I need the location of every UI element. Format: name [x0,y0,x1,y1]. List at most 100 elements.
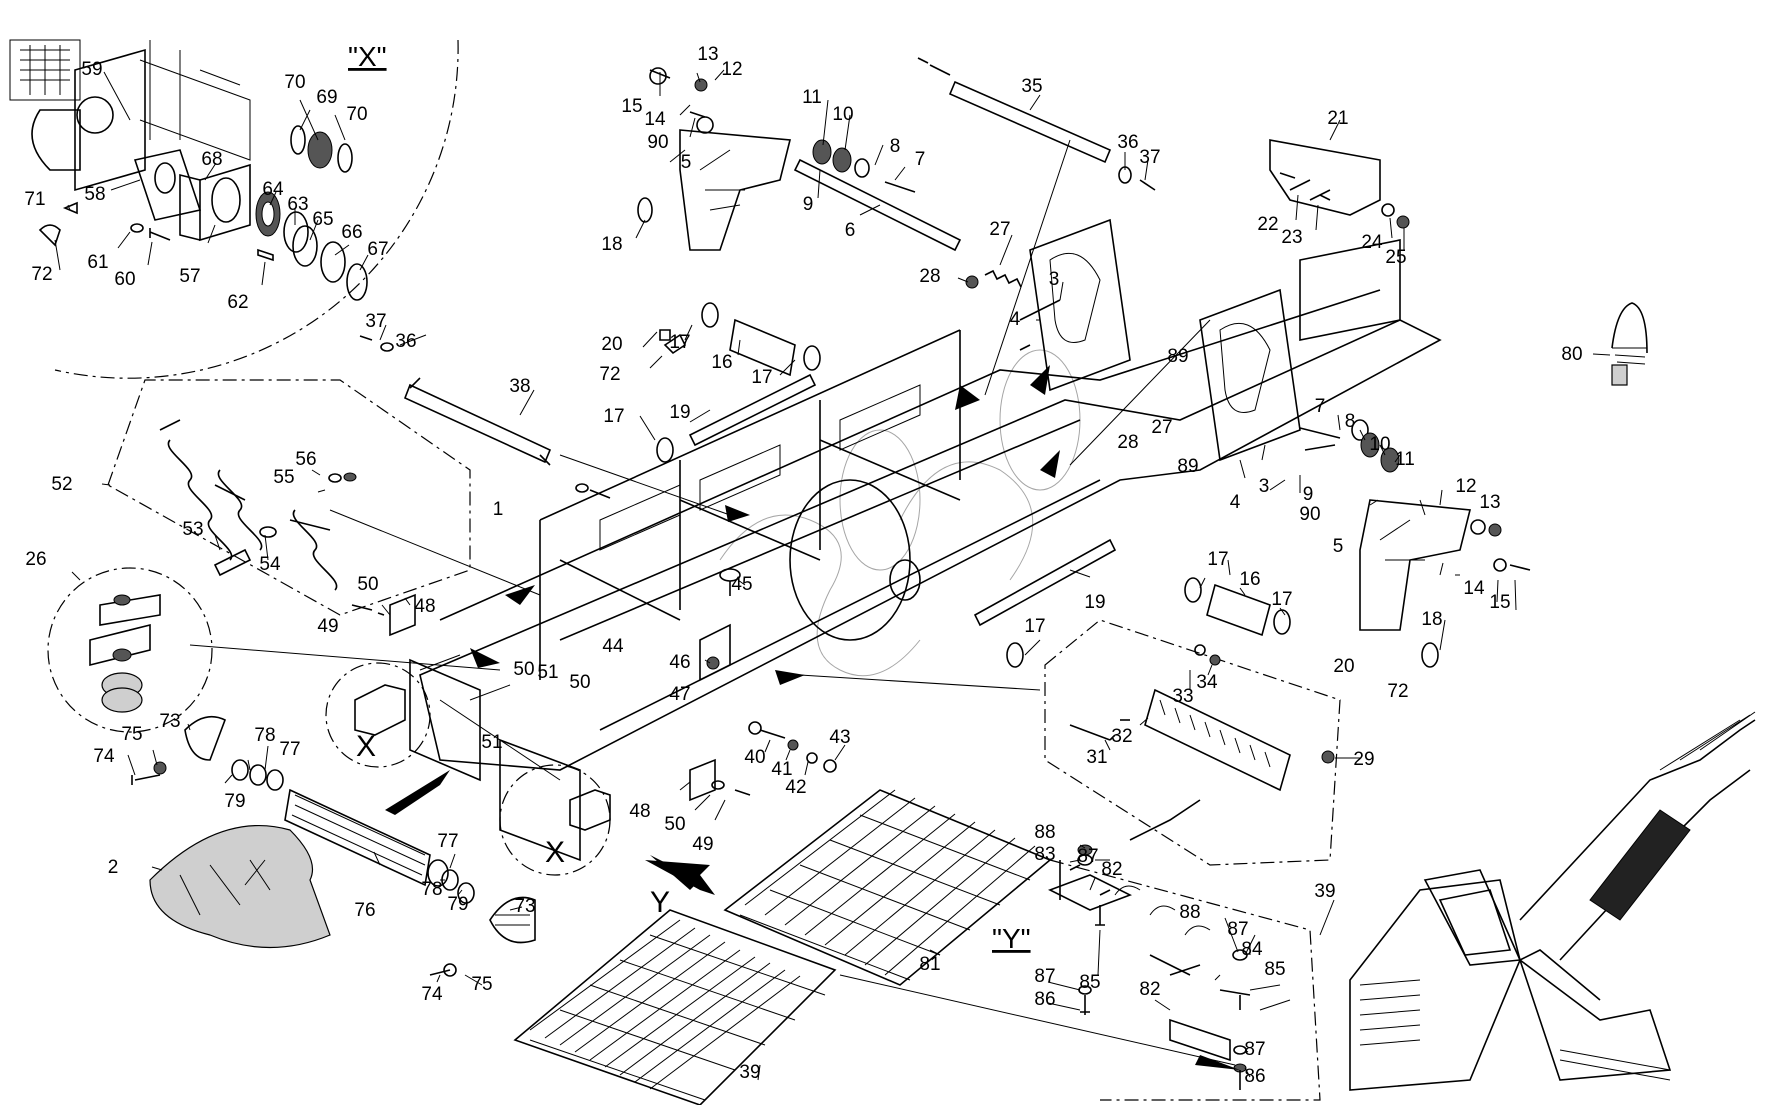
mount-detail-26 [47,567,501,733]
detail-x-marker-lower: X [545,836,565,869]
detail-x-plate-upper [354,684,406,736]
callout-82: 82 [1101,859,1122,880]
callout-28: 28 [1117,432,1138,453]
callout-81: 81 [919,954,940,975]
callout-50: 50 [357,574,378,595]
callout-74: 74 [421,984,443,1005]
callout-79: 79 [447,894,468,915]
callout-72: 72 [599,364,620,385]
callout-86: 86 [1034,989,1055,1010]
callout-58: 58 [84,184,105,205]
roller-38 [359,324,611,499]
callout-8: 8 [890,136,901,157]
callout-70: 70 [346,104,367,125]
callout-48: 48 [629,801,650,822]
callout-51: 51 [537,662,558,683]
callout-9: 9 [1303,484,1314,505]
callout-69: 69 [316,87,337,108]
callout-14: 14 [1463,578,1485,599]
callout-3: 3 [1049,269,1060,290]
callout-20: 20 [601,334,622,355]
detail-x-callout-circle-upper [325,662,431,768]
callout-10: 10 [1369,434,1390,455]
callout-11: 11 [802,87,822,108]
callout-87: 87 [1034,966,1055,987]
callout-3: 3 [1259,476,1270,497]
callout-17: 17 [603,406,624,427]
callout-75: 75 [121,724,142,745]
callout-17: 17 [1207,549,1228,570]
callout-6: 6 [845,220,856,241]
detail-y-leader [839,974,1236,1066]
detail-y-leader-arrow [1195,1055,1240,1070]
callout-18: 18 [1421,609,1442,630]
callout-89: 89 [1167,346,1188,367]
callout-88: 88 [1179,902,1200,923]
callout-50: 50 [569,672,590,693]
callout-4: 4 [1230,492,1241,513]
callout-36: 36 [395,331,416,352]
callout-67: 67 [367,239,388,260]
callout-73: 73 [159,711,180,732]
callout-48: 48 [414,596,435,617]
machine-thumbnail [1349,711,1756,1091]
callout-28: 28 [919,266,940,287]
lever-assembly-upper [635,67,962,252]
callout-52: 52 [51,474,72,495]
callout-23: 23 [1281,227,1302,248]
center-fixtures [699,568,746,682]
callout-11: 11 [1395,449,1415,470]
callout-77: 77 [437,831,458,852]
callout-15: 15 [1489,592,1510,613]
callout-57: 57 [179,266,200,287]
detail-x-title: "X" [348,41,387,72]
callout-43: 43 [829,727,850,748]
callout-82: 82 [1139,979,1160,1000]
callout-68: 68 [201,149,222,170]
callout-10: 10 [832,104,853,125]
detail-y-title: "Y" [992,923,1031,954]
callout-80: 80 [1561,344,1582,365]
detail-x-marker-upper: X [356,730,376,763]
callout-50: 50 [664,814,685,835]
callout-63: 63 [287,194,308,215]
grid-panel-39 [513,909,837,1105]
detail-x-boundary [54,39,459,379]
callout-21: 21 [1327,108,1348,129]
callout-51: 51 [481,732,502,753]
callout-13: 13 [697,44,718,65]
callout-9: 9 [803,194,814,215]
callout-15: 15 [621,96,642,117]
callout-50: 50 [513,659,534,680]
callout-17: 17 [751,367,772,388]
callout-16: 16 [711,352,732,373]
callout-59: 59 [81,59,102,80]
callout-18: 18 [601,234,622,255]
detail-x-plate-lower [569,789,611,831]
shaft-6 [793,158,962,252]
callout-53: 53 [182,519,203,540]
callout-13: 13 [1479,492,1500,513]
callout-36: 36 [1117,132,1138,153]
callout-7: 7 [1315,396,1326,417]
callout-72: 72 [31,264,52,285]
pin-assembly-lower [973,538,1291,668]
callout-79: 79 [224,791,245,812]
callout-49: 49 [692,834,713,855]
callout-87: 87 [1077,846,1098,867]
callout-7: 7 [915,149,926,170]
bolt-group-40 [748,721,846,776]
callout-19: 19 [1084,592,1105,613]
cover-21 [1269,119,1410,250]
detail-x-view [9,39,459,379]
callout-24: 24 [1361,232,1383,253]
bracket-48-lower [679,758,751,821]
callout-49: 49 [317,616,338,637]
callout-12: 12 [1455,476,1476,497]
brush-80 [1592,302,1648,386]
callout-39: 39 [739,1062,760,1083]
callout-27: 27 [1151,417,1172,438]
callout-55: 55 [273,467,294,488]
